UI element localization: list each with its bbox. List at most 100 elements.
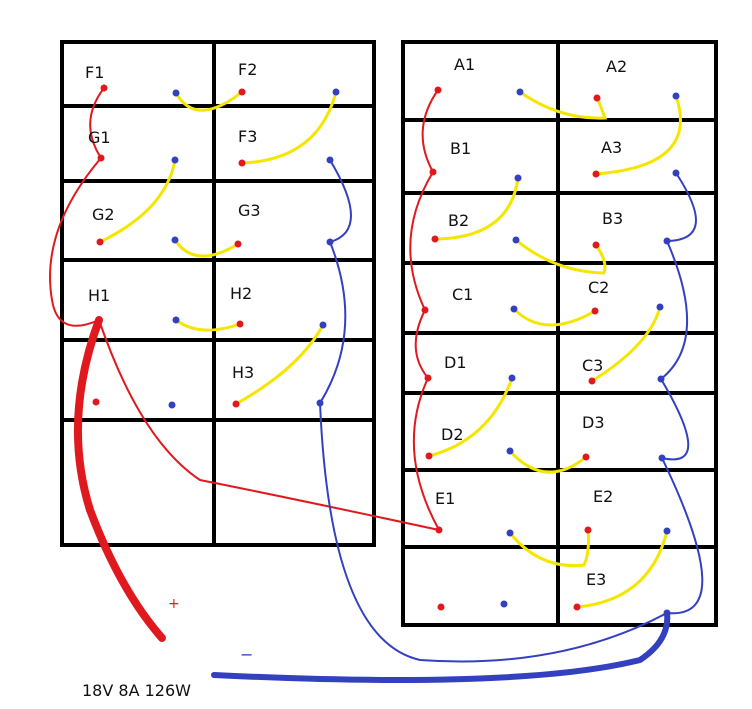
c1-negative-terminal: [510, 305, 518, 313]
c3-negative-terminal: [657, 375, 665, 383]
d1-positive-terminal: [424, 374, 432, 382]
d3-negative-terminal: [658, 454, 666, 462]
f2-negative-terminal: [332, 88, 340, 96]
f1-positive-terminal: [100, 84, 108, 92]
right-cell-labels: A1 A2 B1 A3 B2 B3 C1 C2 D1 C3 D2 D3 E1 E…: [435, 55, 627, 589]
red-wire-d1-e1: [412, 377, 440, 531]
blue-wire-h3-e3: [319, 402, 668, 663]
yellow-wire: [512, 307, 597, 327]
a1-negative-terminal: [516, 88, 524, 96]
a3-positive-terminal: [592, 170, 600, 178]
yellow-wire: [514, 238, 607, 275]
f1-negative-terminal: [172, 89, 180, 97]
blue-wire-b3-c3: [660, 240, 689, 380]
e1-negative-terminal: [506, 529, 514, 537]
cell-label-c2: C2: [588, 278, 609, 297]
cell-label-e2: E2: [593, 487, 613, 506]
yellow-wire: [433, 176, 520, 241]
yellow-wire: [174, 318, 242, 332]
cell-label-d2: D2: [441, 425, 464, 444]
left-cell-labels: F1 F2 G1 F3 G2 G3 H1 H2 H3: [85, 60, 261, 382]
yellow-wire: [174, 90, 244, 112]
red-wire-h1-e1: [98, 319, 440, 531]
a1-positive-terminal: [434, 86, 442, 94]
cell-label-a3: A3: [601, 138, 622, 157]
d2-positive-terminal: [425, 452, 433, 460]
g3-positive-terminal: [234, 240, 242, 248]
cell-label-b3: B3: [602, 209, 623, 228]
yellow-wire: [508, 528, 590, 568]
a2-negative-terminal: [672, 92, 680, 100]
h1-positive-terminal: [95, 316, 103, 324]
b3-negative-terminal: [663, 237, 671, 245]
cell-label-g3: G3: [238, 201, 261, 220]
h3-positive-terminal: [232, 400, 240, 408]
pack-spec-text: 18V 8A 126W: [82, 681, 191, 700]
h2-positive-terminal: [236, 320, 244, 328]
c2-negative-terminal: [656, 303, 664, 311]
yellow-wire: [508, 449, 588, 474]
cell-label-g2: G2: [92, 205, 115, 224]
cell-label-h3: H3: [232, 363, 254, 382]
spare-right-positive-terminal: [437, 603, 445, 611]
right-battery-panel: [401, 40, 718, 627]
f3-positive-terminal: [238, 159, 246, 167]
red-wire-f1-g1: [89, 87, 105, 159]
blue-wire-c3-d3: [660, 378, 690, 461]
e3-negative-terminal: [663, 609, 671, 617]
cell-label-f2: F2: [238, 60, 257, 79]
cell-label-c3: C3: [582, 356, 603, 375]
cell-label-b2: B2: [448, 211, 469, 230]
blue-wire-d3-e3: [661, 457, 704, 615]
red-wire-c1-d1: [414, 309, 429, 379]
red-wire-b1-c1: [409, 171, 434, 311]
cell-label-g1: G1: [88, 128, 111, 147]
spare-right-negative-terminal: [500, 600, 508, 608]
f3-negative-terminal: [326, 156, 334, 164]
cell-label-b1: B1: [450, 139, 471, 158]
b2-positive-terminal: [431, 235, 439, 243]
spare-positive-terminal: [92, 398, 100, 406]
f2-positive-terminal: [238, 88, 246, 96]
yellow-wire: [427, 376, 514, 458]
yellow-wire: [234, 323, 325, 406]
d3-positive-terminal: [582, 453, 590, 461]
blue-negative-wires: [319, 159, 704, 663]
h2-negative-terminal: [319, 321, 327, 329]
blue-wire-g3-h3: [319, 241, 347, 404]
a2-positive-terminal: [593, 94, 601, 102]
yellow-wire: [173, 238, 240, 258]
cell-label-d1: D1: [444, 353, 467, 372]
g1-negative-terminal: [171, 156, 179, 164]
left-battery-panel: [60, 40, 376, 547]
blue-wire-a3-b3: [666, 172, 697, 242]
g2-negative-terminal: [171, 236, 179, 244]
a3-negative-terminal: [672, 169, 680, 177]
cell-label-d3: D3: [582, 413, 605, 432]
main-negative-lead: [211, 610, 671, 683]
c3-positive-terminal: [588, 377, 596, 385]
e1-positive-terminal: [435, 526, 443, 534]
b3-positive-terminal: [592, 241, 600, 249]
cell-label-h1: H1: [88, 286, 110, 305]
yellow-wire: [518, 90, 608, 120]
h1-negative-terminal: [172, 316, 180, 324]
g1-positive-terminal: [97, 154, 105, 162]
negative-sign: −: [240, 645, 253, 664]
main-positive-lead: [74, 316, 166, 642]
d1-negative-terminal: [508, 374, 516, 382]
cell-label-f3: F3: [238, 127, 257, 146]
spare-negative-terminal: [168, 401, 176, 409]
yellow-wire: [240, 90, 338, 165]
c2-positive-terminal: [591, 307, 599, 315]
e2-positive-terminal: [584, 526, 592, 534]
g2-positive-terminal: [96, 238, 104, 246]
b1-negative-terminal: [514, 174, 522, 182]
cell-label-h2: H2: [230, 284, 252, 303]
red-wire-a1-b1: [421, 89, 439, 173]
yellow-wire: [575, 529, 669, 609]
terminal-dots: [92, 84, 680, 617]
red-wire-g1-h1: [49, 157, 102, 327]
d2-negative-terminal: [506, 447, 514, 455]
